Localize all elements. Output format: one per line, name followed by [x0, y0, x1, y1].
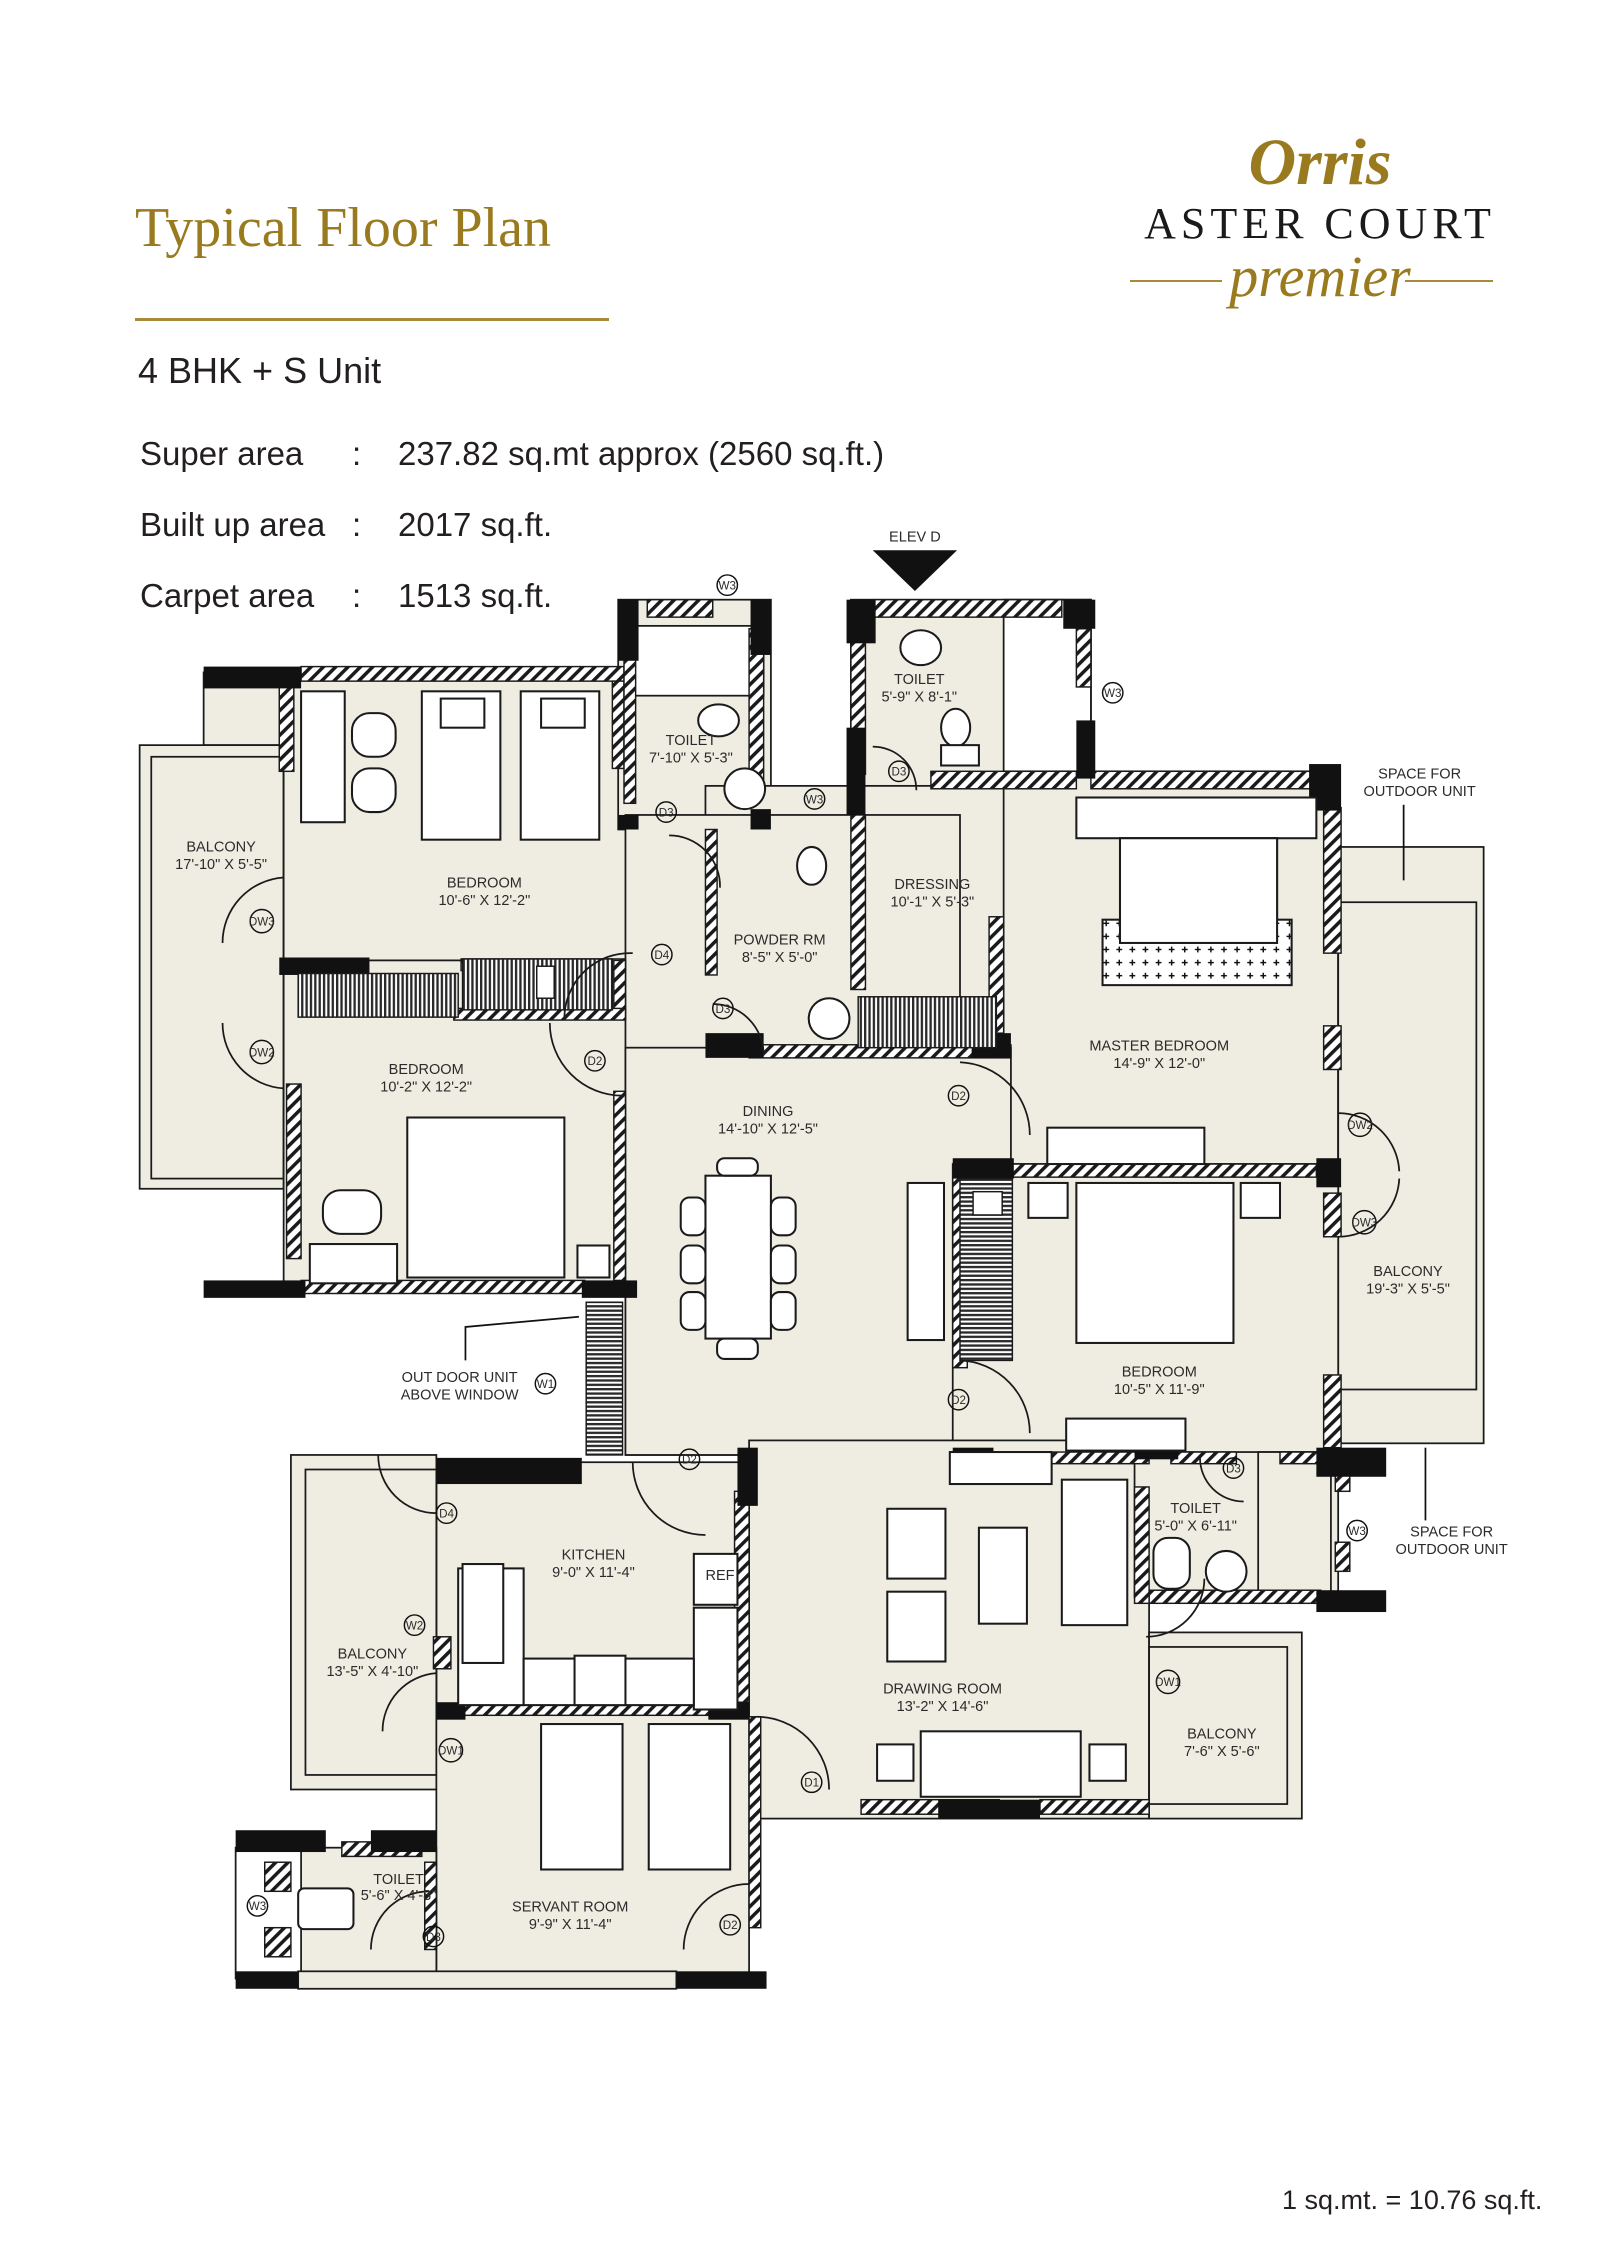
logo-tagline: premier	[1229, 244, 1411, 309]
room-name: TOILET	[373, 1872, 424, 1888]
room-name: BALCONY	[1373, 1264, 1443, 1280]
room-name: BALCONY	[186, 839, 256, 855]
tag-dw3: DW3	[249, 916, 275, 929]
room-name: BALCONY	[338, 1647, 408, 1663]
tag-d3: D3	[1226, 1462, 1241, 1475]
outdoor-window-note: ABOVE WINDOW	[401, 1388, 519, 1404]
logo-project: ASTER COURT	[1144, 199, 1496, 248]
tag-d2: D2	[951, 1394, 966, 1407]
room-name: TOILET	[1170, 1501, 1221, 1517]
room-size: 8'-5" X 5'-0"	[742, 950, 818, 966]
room-name: DRAWING ROOM	[883, 1682, 1002, 1698]
room-name: TOILET	[666, 733, 717, 749]
fridge-label: REF	[705, 1568, 734, 1584]
room-size: 14'-9" X 12'-0"	[1113, 1056, 1205, 1072]
tag-w2: W2	[406, 1620, 423, 1633]
area-value: 2017 sq.ft.	[398, 506, 553, 543]
area-label: Built up area	[140, 506, 326, 543]
area-colon: :	[352, 435, 362, 472]
outdoor-unit-note: SPACE FOR	[1378, 767, 1461, 783]
tag-w3: W3	[249, 1900, 266, 1913]
room-size: 13'-5" X 4'-10"	[326, 1664, 418, 1680]
tag-d4: D4	[439, 1508, 454, 1521]
tag-dw1: DW1	[1155, 1676, 1181, 1689]
elevation-label: ELEV D	[889, 530, 941, 546]
room-size: 9'-9" X 11'-4"	[529, 1917, 612, 1933]
elevation-arrow-icon	[872, 550, 958, 591]
title-divider	[135, 318, 609, 321]
tag-dw2: DW2	[1347, 1119, 1373, 1132]
unit-type: 4 BHK + S Unit	[138, 350, 382, 391]
room-size: 10'-2" X 12'-2"	[380, 1079, 472, 1095]
tag-d3: D3	[891, 766, 906, 779]
area-value: 1513 sq.ft.	[398, 577, 553, 614]
logo-brand: Orris	[1248, 126, 1392, 199]
room-name: POWDER RM	[734, 932, 826, 948]
wardrobes	[297, 958, 1014, 1456]
room-labels: BALCONY 17'-10" X 5'-5" BEDROOM 10'-6" X…	[175, 672, 1450, 1933]
room-size: 5'-9" X 8'-1"	[881, 690, 957, 706]
room-size: 13'-2" X 14'-6"	[897, 1699, 989, 1715]
logo-rule-right	[1405, 280, 1493, 282]
room-size: 19'-3" X 5'-5"	[1366, 1282, 1450, 1298]
room-size: 10'-1" X 5'-3"	[891, 895, 975, 911]
area-value: 237.82 sq.mt approx (2560 sq.ft.)	[398, 435, 885, 472]
door-swings	[221, 745, 1401, 1950]
solid-walls	[203, 599, 1387, 1989]
room-size: 10'-5" X 11'-9"	[1114, 1382, 1205, 1398]
room-name: DINING	[743, 1104, 794, 1120]
room-name: BEDROOM	[389, 1062, 464, 1078]
area-colon: :	[352, 577, 362, 614]
room-size: 10'-6" X 12'-2"	[438, 893, 530, 909]
room-name: KITCHEN	[562, 1548, 626, 1564]
outdoor-unit-note: OUTDOOR UNIT	[1364, 784, 1476, 800]
tag-w3: W3	[1104, 687, 1121, 700]
room-name: TOILET	[894, 672, 945, 688]
room-name: SERVANT ROOM	[512, 1900, 628, 1916]
room-size: 14'-10" X 12'-5"	[718, 1122, 818, 1138]
tag-d1: D1	[804, 1777, 819, 1790]
room-size: 9'-0" X 11'-4"	[552, 1565, 635, 1581]
room-size: 5'-6" X 4'-8"	[361, 1888, 437, 1904]
tag-dw2: DW2	[249, 1046, 275, 1059]
tag-d2: D2	[951, 1090, 966, 1103]
room-name: BEDROOM	[1122, 1364, 1197, 1380]
room-name: BEDROOM	[447, 876, 522, 892]
area-colon: :	[352, 506, 362, 543]
furniture	[297, 629, 1318, 1931]
room-size: 17'-10" X 5'-5"	[175, 857, 267, 873]
tag-w3: W3	[806, 793, 823, 806]
room-name: BALCONY	[1187, 1727, 1257, 1743]
annotations: SPACE FOR OUTDOOR UNIT SPACE FOR OUTDOOR…	[401, 767, 1508, 1558]
area-label: Super area	[140, 435, 304, 472]
tag-dw3: DW3	[1351, 1217, 1377, 1230]
room-size: 7'-6" X 5'-6"	[1184, 1744, 1260, 1760]
area-label: Carpet area	[140, 577, 315, 614]
room-size: 7'-10" X 5'-3"	[649, 751, 733, 767]
room-size: 5'-0" X 6'-11"	[1154, 1519, 1237, 1535]
outdoor-window-leader	[464, 1315, 579, 1361]
tag-d3: D3	[426, 1931, 441, 1944]
tag-d2: D2	[587, 1055, 602, 1068]
tag-dw1: DW1	[438, 1745, 464, 1758]
tag-d3: D3	[659, 806, 674, 819]
room-name: DRESSING	[894, 877, 970, 893]
page-title: Typical Floor Plan	[135, 197, 552, 259]
tag-w1: W1	[537, 1378, 554, 1391]
tag-d2: D2	[682, 1454, 697, 1467]
brand-logo: Orris ASTER COURT premier	[1120, 130, 1520, 320]
logo-rule-left	[1130, 280, 1222, 282]
outdoor-unit-note: SPACE FOR	[1410, 1524, 1493, 1540]
opening-tags: W3 W3 W3 D3 D3 D3 D4 DW3 DW2 D2 D2 DW2 D…	[246, 574, 1377, 1948]
tag-d3: D3	[715, 1003, 730, 1016]
room-name: MASTER BEDROOM	[1089, 1039, 1229, 1055]
tag-d2: D2	[723, 1919, 738, 1932]
tag-d4: D4	[654, 949, 669, 962]
outdoor-unit-note: OUTDOOR UNIT	[1396, 1542, 1508, 1558]
outdoor-window-note: OUT DOOR UNIT	[402, 1370, 518, 1386]
tag-w3: W3	[1348, 1525, 1365, 1538]
tag-w3: W3	[719, 580, 736, 593]
conversion-note: 1 sq.mt. = 10.76 sq.ft.	[1282, 2185, 1543, 2215]
